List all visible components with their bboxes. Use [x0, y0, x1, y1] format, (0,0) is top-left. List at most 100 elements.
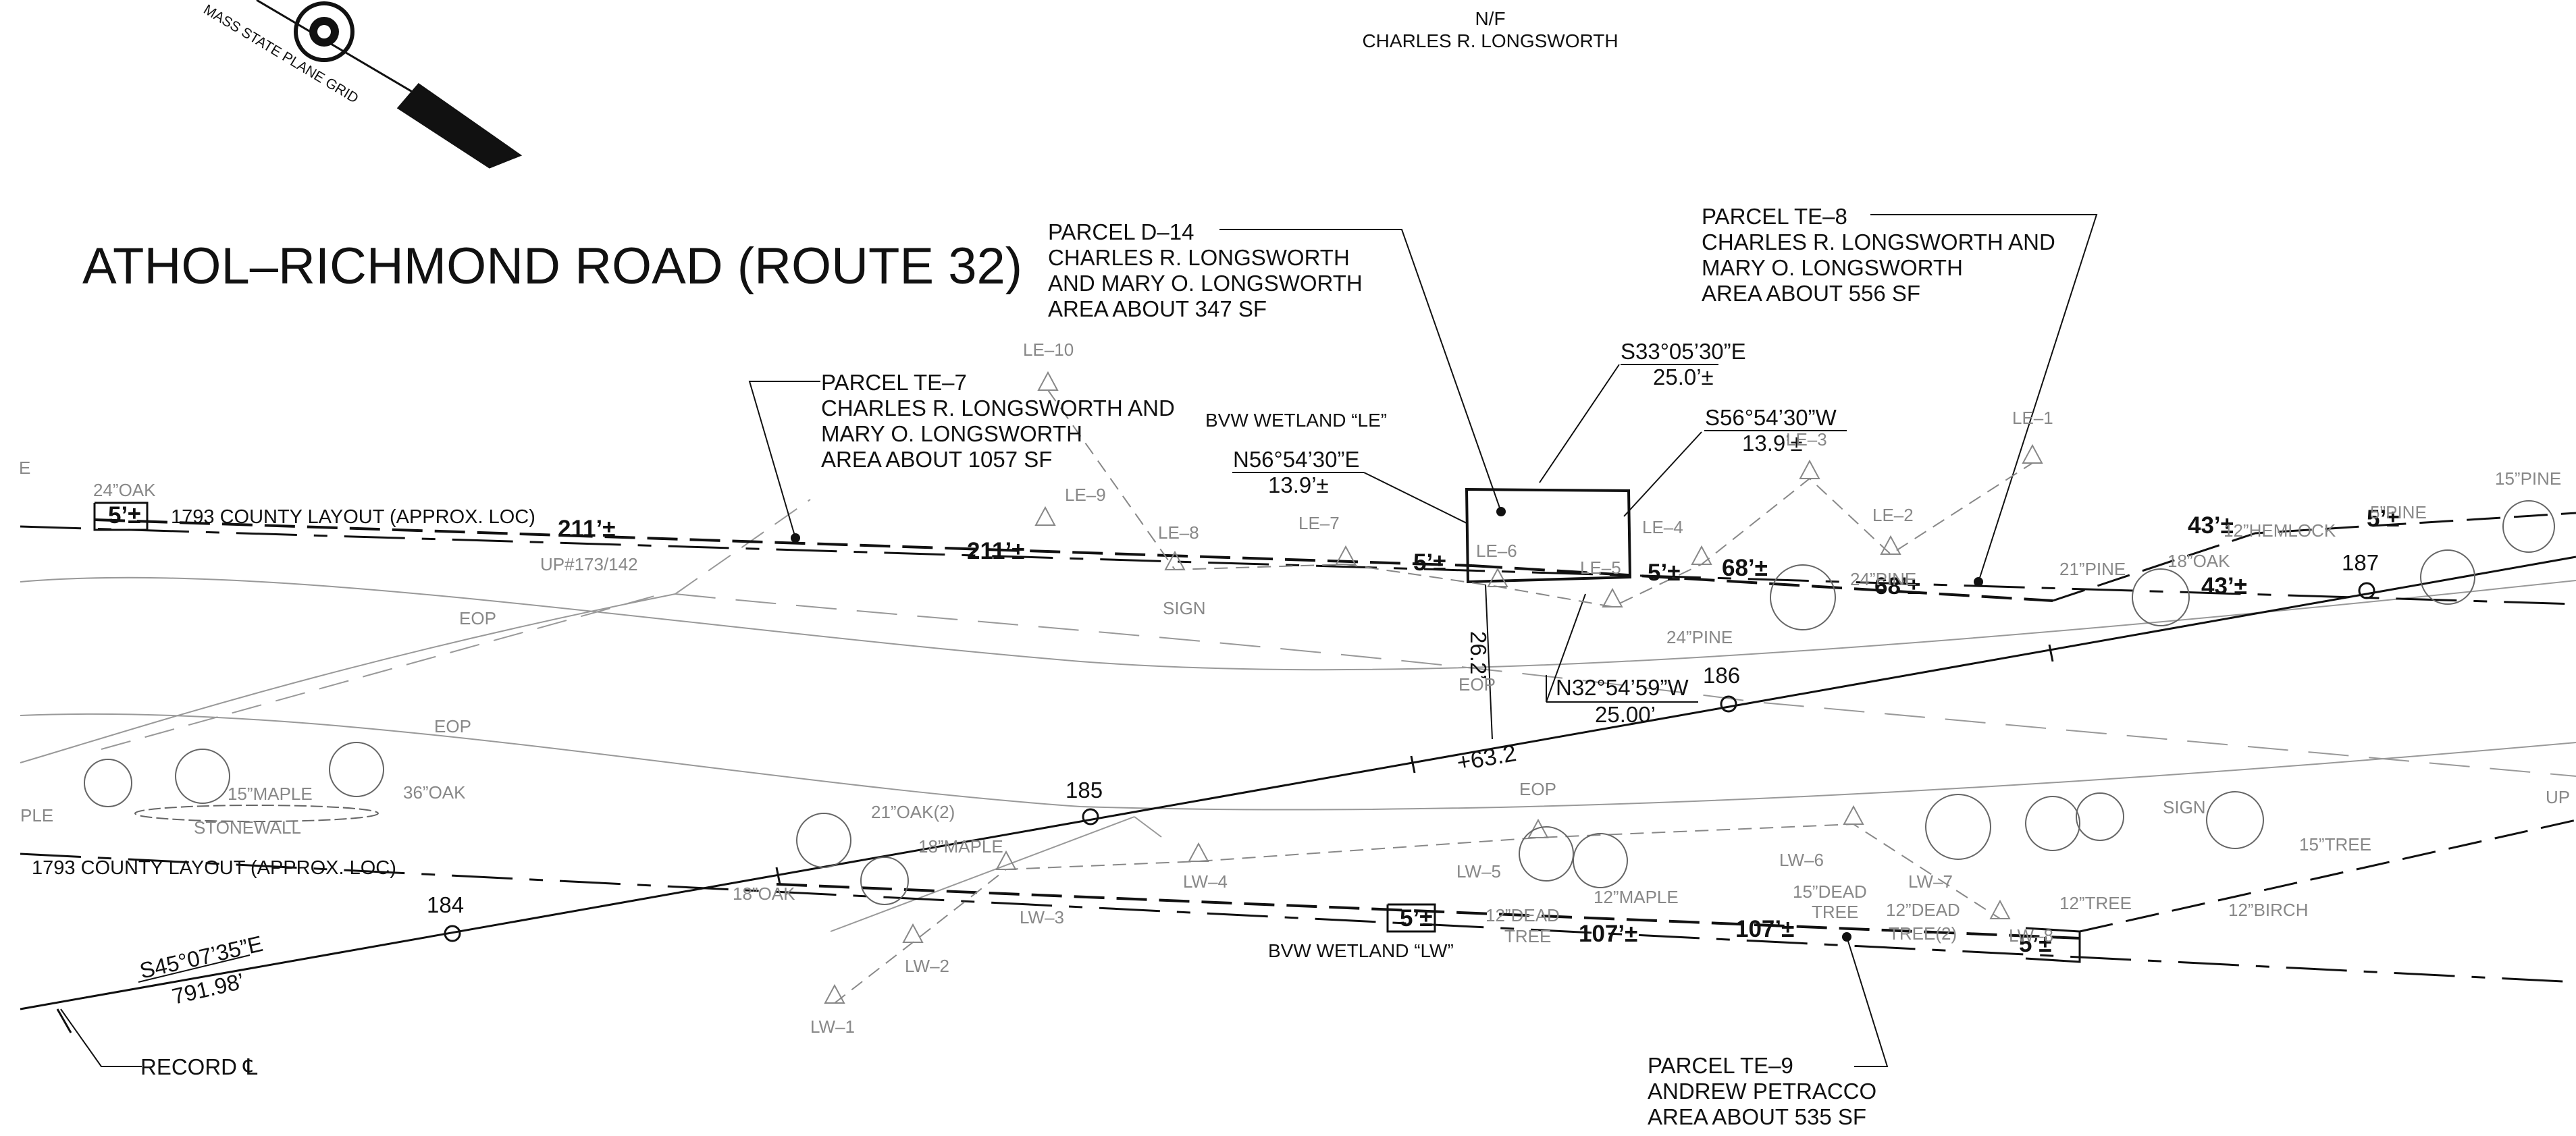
tree-icon [796, 813, 851, 868]
svg-text:26.2’: 26.2’ [1466, 631, 1491, 680]
tree-icon [329, 742, 384, 797]
svg-text:43’±: 43’± [2201, 573, 2247, 599]
lw6-marker-icon [1843, 805, 1864, 825]
svg-text:5’±: 5’± [1413, 549, 1446, 576]
svg-text:PARCEL TE–9: PARCEL TE–9 [1648, 1053, 1793, 1078]
svg-text:ANDREW PETRACCO: ANDREW PETRACCO [1648, 1079, 1876, 1104]
bearing-n32: N32°54’59”W [1556, 675, 1689, 700]
road-title: ATHOL–RICHMOND ROAD (ROUTE 32) [82, 238, 1022, 295]
svg-text:12”MAPLE: 12”MAPLE [1594, 887, 1679, 907]
svg-text:15”PINE: 15”PINE [2495, 468, 2561, 489]
station-labels: 184 185 186 187 +63.2 26.2’ [427, 550, 2379, 917]
svg-text:LE–3: LE–3 [1786, 429, 1827, 450]
svg-text:AREA ABOUT 1057 SF: AREA ABOUT 1057 SF [821, 447, 1052, 472]
svg-text:12”DEAD: 12”DEAD [1486, 905, 1560, 925]
svg-text:EOP: EOP [459, 608, 496, 628]
svg-text:211’±: 211’± [558, 516, 615, 542]
dimension-labels: 5’± 211’± 211’± 5’± 5’± 68’± 68’± 43’± 4… [108, 502, 2399, 957]
svg-text:LE–8: LE–8 [1158, 522, 1199, 543]
svg-text:5’±: 5’± [2367, 506, 2399, 532]
svg-text:LE–9: LE–9 [1065, 485, 1106, 505]
tree-icon [860, 857, 909, 905]
le5-marker-icon [1602, 587, 1623, 607]
svg-text:LW–7: LW–7 [1908, 871, 1953, 892]
station-185-marker [1082, 808, 1099, 826]
svg-text:12”DEAD: 12”DEAD [1886, 900, 1960, 920]
distance-s56: 13.9’± [1742, 431, 1803, 456]
svg-text:43’±: 43’± [2188, 512, 2234, 539]
svg-text:TREE(2): TREE(2) [1889, 923, 1957, 944]
svg-text:18”OAK: 18”OAK [2167, 551, 2230, 571]
svg-text:LE–4: LE–4 [1642, 517, 1683, 537]
station-187-marker [2358, 582, 2375, 599]
svg-text:187: 187 [2342, 550, 2379, 575]
svg-text:186: 186 [1703, 663, 1740, 688]
leader-lines [60, 214, 2098, 1067]
svg-text:MARY O. LONGSWORTH: MARY O. LONGSWORTH [821, 421, 1082, 446]
svg-text:15”TREE: 15”TREE [2299, 834, 2371, 855]
tree-icon [2076, 792, 2124, 841]
svg-text:18”MAPLE: 18”MAPLE [918, 836, 1003, 857]
svg-text:LE–6: LE–6 [1476, 541, 1517, 561]
owner-nf-name: CHARLES R. LONGSWORTH [1362, 30, 1618, 51]
svg-text:21”PINE: 21”PINE [2059, 559, 2126, 579]
tree-icon [1770, 564, 1836, 630]
svg-text:UP#173/142: UP#173/142 [540, 554, 638, 574]
svg-text:UP: UP [2546, 787, 2570, 807]
svg-text:LW–2: LW–2 [905, 956, 949, 976]
svg-text:AREA ABOUT 535 SF: AREA ABOUT 535 SF [1648, 1104, 1866, 1129]
svg-text:LE–7: LE–7 [1298, 513, 1340, 533]
owner-nf: N/F [1475, 8, 1505, 29]
svg-text:MARY O. LONGSWORTH: MARY O. LONGSWORTH [1702, 255, 1963, 280]
svg-text:184: 184 [427, 892, 464, 917]
le1-marker-icon [2022, 443, 2043, 464]
edge-of-pavement-lines [20, 499, 2576, 932]
svg-text:SIGN: SIGN [1163, 598, 1206, 618]
lw7-marker-icon [1989, 899, 2011, 919]
distance-n32: 25.00’ [1595, 702, 1656, 727]
le4-marker-icon [1691, 545, 1712, 565]
svg-text:CHARLES R. LONGSWORTH AND: CHARLES R. LONGSWORTH AND [1702, 229, 2055, 254]
record-baseline-label: RECORD ℄ [140, 1054, 258, 1079]
svg-text:24”OAK: 24”OAK [93, 480, 156, 500]
distance-n56: 13.9’± [1268, 472, 1329, 497]
svg-text:STONEWALL: STONEWALL [194, 817, 301, 838]
svg-text:68’±: 68’± [1874, 573, 1920, 599]
svg-text:211’±: 211’± [967, 538, 1024, 564]
svg-text:36”OAK: 36”OAK [403, 782, 466, 803]
station-184-marker [444, 925, 461, 942]
svg-text:107’±: 107’± [1579, 921, 1637, 947]
svg-text:CHARLES R. LONGSWORTH: CHARLES R. LONGSWORTH [1048, 245, 1350, 270]
svg-text:5”PINE: 5”PINE [2370, 502, 2427, 522]
svg-text:21”OAK(2): 21”OAK(2) [871, 802, 955, 822]
tree-symbols [84, 500, 2555, 905]
north-arrow: MASS STATE PLANE GRID [201, 0, 523, 169]
svg-text:PARCEL TE–7: PARCEL TE–7 [821, 370, 967, 395]
tree-icon [175, 749, 230, 804]
svg-text:+63.2: +63.2 [1455, 740, 1519, 776]
svg-text:AREA ABOUT 556 SF: AREA ABOUT 556 SF [1702, 281, 1920, 306]
bearing-n56: N56°54’30”E [1233, 447, 1359, 472]
grid-label: MASS STATE PLANE GRID [201, 2, 361, 107]
svg-text:15”DEAD: 15”DEAD [1793, 882, 1867, 902]
svg-text:LW–8: LW–8 [2009, 925, 2053, 946]
lw5-marker-icon [1527, 818, 1549, 838]
svg-text:5’±: 5’± [108, 502, 140, 529]
svg-text:24”PINE: 24”PINE [1666, 627, 1733, 647]
tree-icon [1573, 833, 1628, 888]
svg-text:5’±: 5’± [1400, 905, 1432, 931]
le9-marker-icon [1034, 506, 1056, 526]
svg-text:LW–4: LW–4 [1183, 871, 1228, 892]
svg-text:PARCEL TE–8: PARCEL TE–8 [1702, 204, 1847, 229]
layout-lines [20, 502, 2576, 983]
svg-text:EOP: EOP [1519, 779, 1556, 799]
le10-marker-icon [1037, 371, 1059, 391]
parcel-te7-label: PARCEL TE–7 CHARLES R. LONGSWORTH AND MA… [821, 370, 1175, 472]
svg-text:CHARLES R. LONGSWORTH AND: CHARLES R. LONGSWORTH AND [821, 396, 1175, 421]
tree-icon [1925, 794, 1991, 860]
wetland-markers [824, 371, 2043, 1004]
bearing-s33: S33°05’30”E [1621, 339, 1746, 364]
svg-text:12”HEMLOCK: 12”HEMLOCK [2224, 520, 2336, 541]
bearing-s45: S45°07’35”E [137, 931, 265, 983]
